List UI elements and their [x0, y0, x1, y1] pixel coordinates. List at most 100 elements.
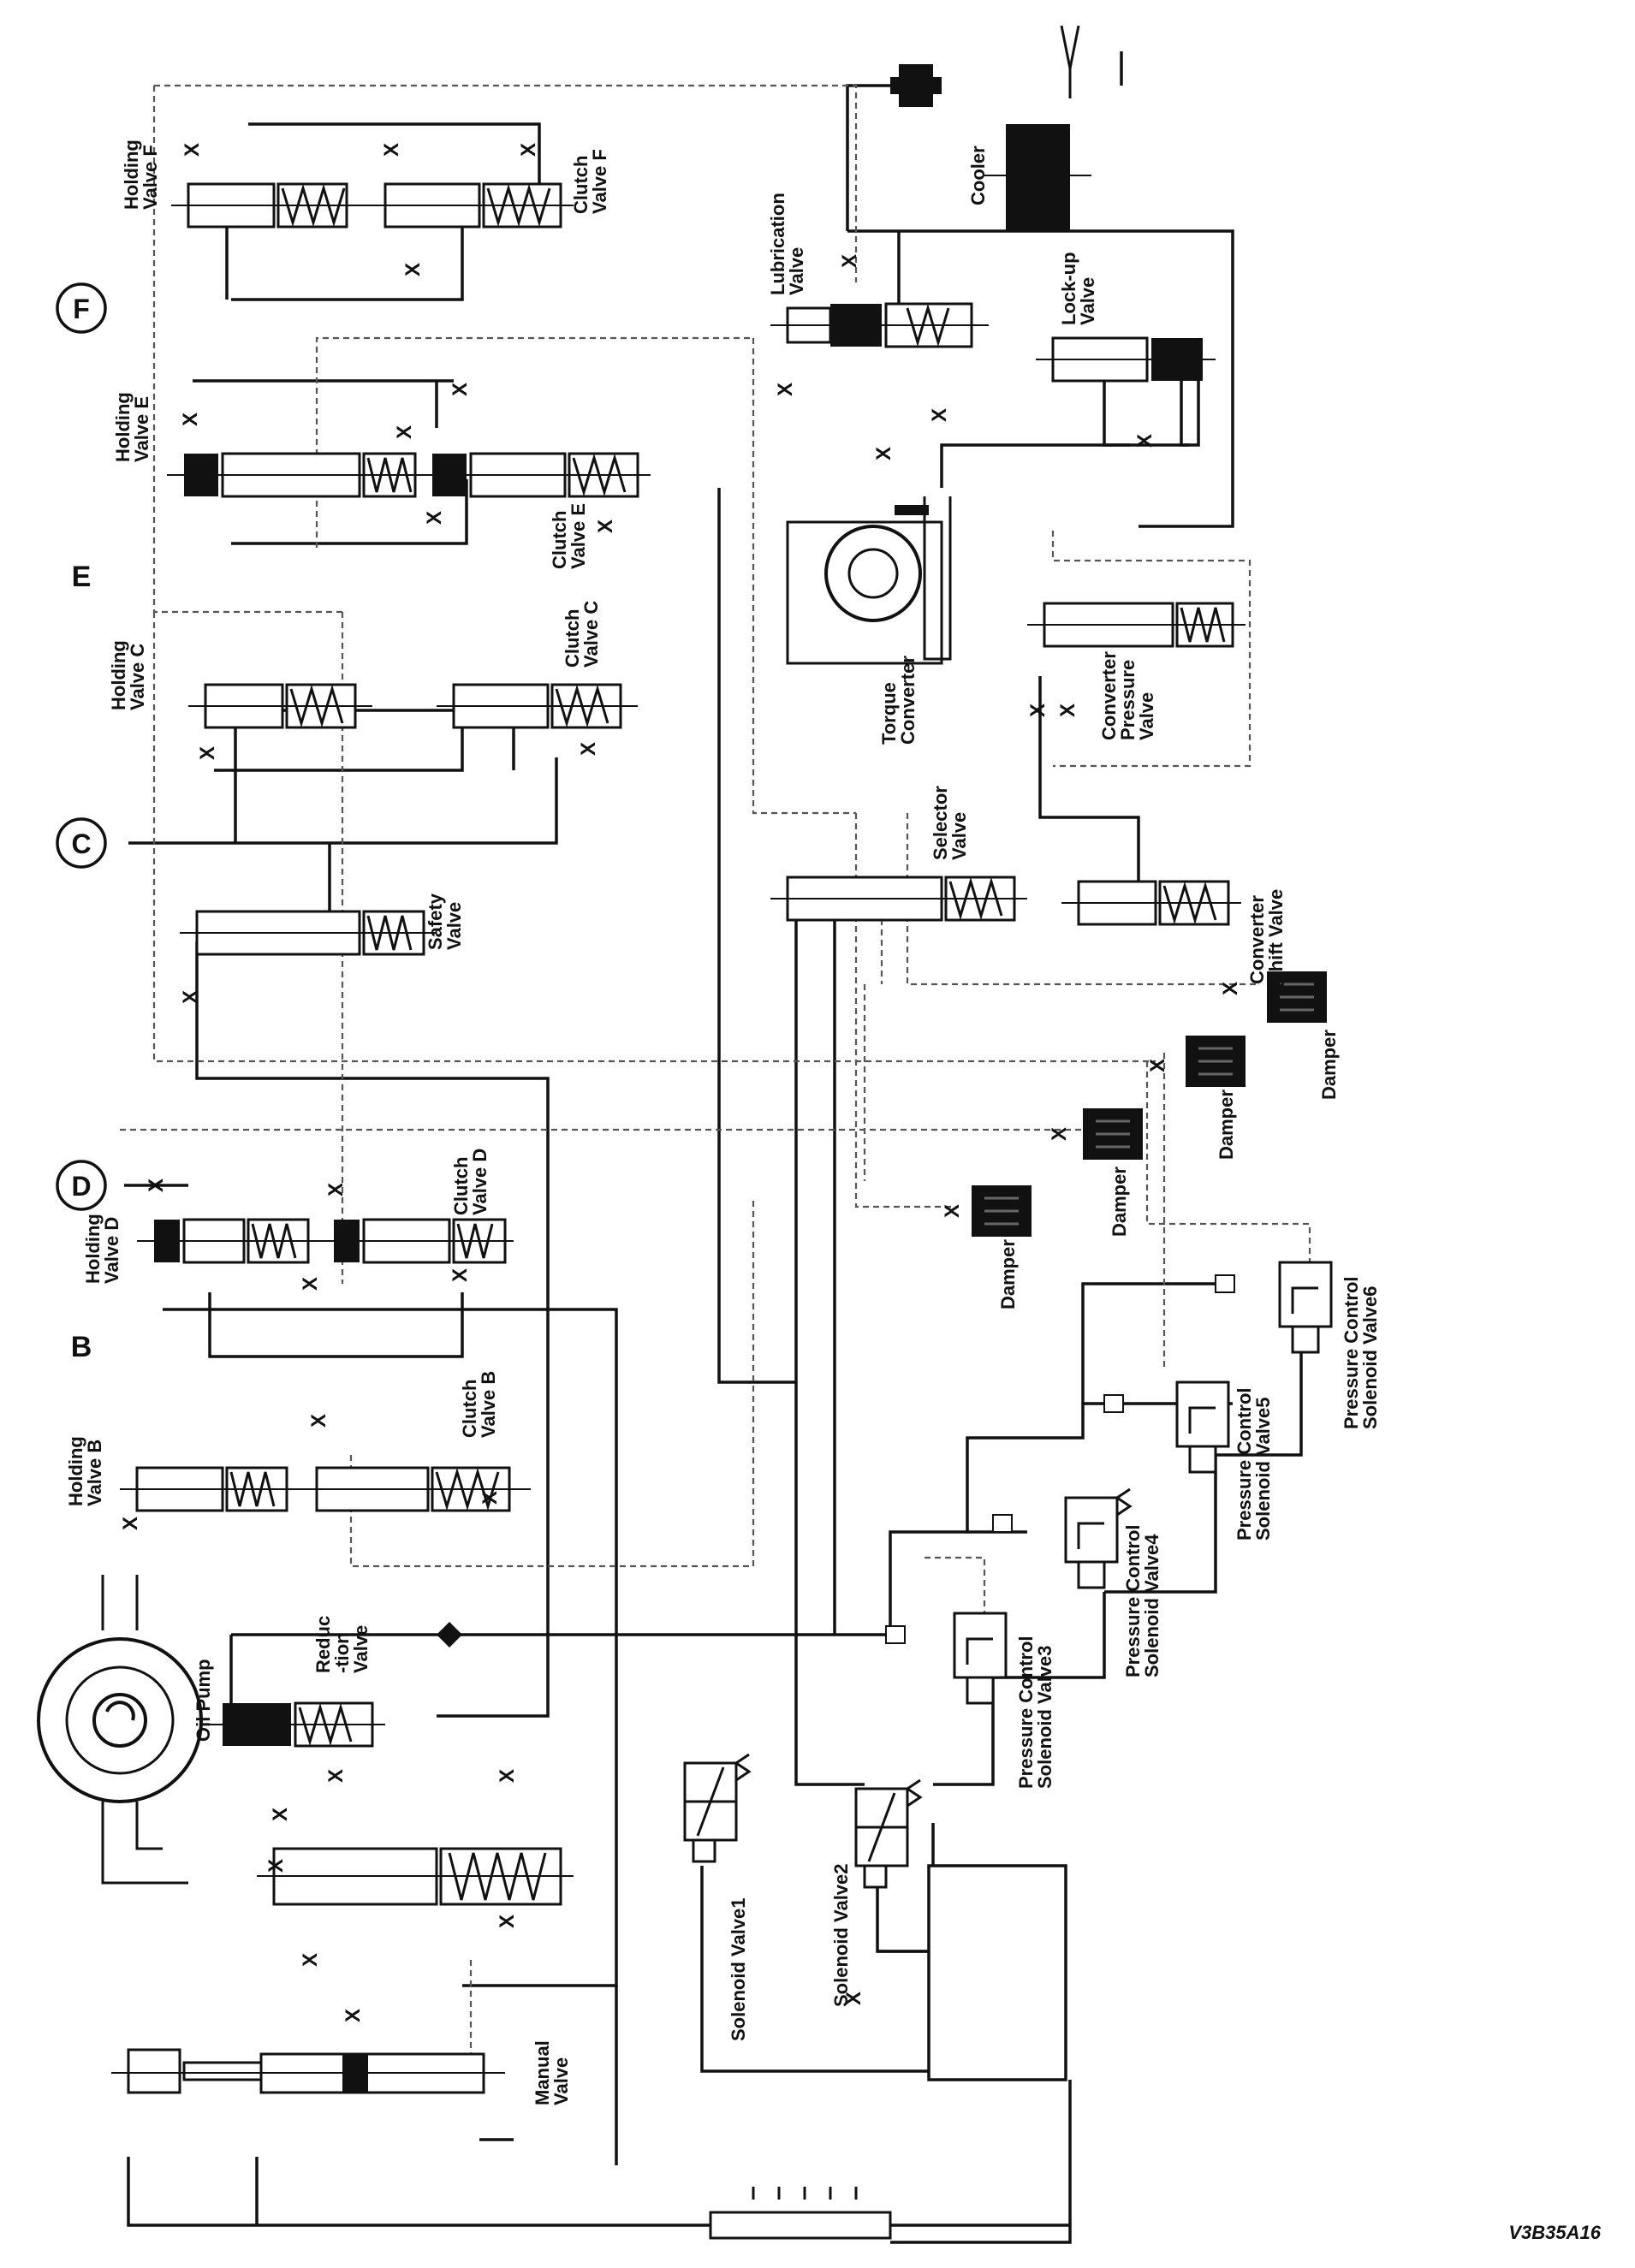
orifices [437, 1274, 1235, 1648]
reduction-valve-spool [205, 1701, 385, 1748]
cooler-unit [984, 124, 1091, 231]
clutch-valve-c-spool [437, 683, 638, 729]
selector-valve-spool [770, 876, 1027, 922]
cooler-outlet-arrow-icon [1060, 25, 1080, 98]
pressure-control-solenoid-valve-6 [1278, 1261, 1333, 1354]
control-unit-box [927, 1864, 1067, 2081]
pressure-control-solenoid-valve-4 [1064, 1487, 1133, 1589]
circuit-marker-d: D [56, 1160, 107, 1211]
exhaust-mark: X [324, 1183, 348, 1196]
exhaust-mark: X [941, 1204, 964, 1218]
exhaust-mark: X [393, 425, 416, 439]
damper-2 [1186, 1036, 1246, 1087]
exhaust-mark: X [594, 520, 617, 533]
label-solenoid-valve-1: Solenoid Valve1 [728, 1897, 749, 2041]
exhaust-mark: X [342, 2009, 365, 2022]
label-pcs-valve-3: Pressure ControlSolenoid Valve3 [1015, 1636, 1055, 1790]
exhaust-mark: X [1026, 704, 1049, 717]
exhaust-mark: X [423, 511, 446, 525]
exhaust-mark: X [145, 1179, 168, 1192]
exhaust-mark: X [774, 383, 797, 396]
wiring-connector [709, 2187, 892, 2240]
solenoid-valve-1 [683, 1753, 752, 1863]
label-damper-2: Damper [1216, 1089, 1237, 1160]
holding-valve-e-spool [167, 452, 428, 498]
clutch-valve-b-spool [300, 1466, 531, 1512]
label-clutch-valve-d: ClutchValve D [450, 1149, 490, 1215]
exhaust-mark: X [181, 143, 204, 157]
clutch-valve-d-spool [317, 1218, 514, 1264]
damper-1 [1267, 971, 1327, 1023]
label-clutch-valve-f: ClutchValve F [570, 149, 610, 214]
svg-text:D: D [71, 1171, 91, 1202]
pressure-control-solenoid-valve-5 [1175, 1380, 1230, 1474]
regulator-valve-spool [257, 1847, 574, 1906]
circuit-marker-b: B [71, 1331, 92, 1363]
clutch-valve-e-spool [419, 452, 651, 498]
label-lubrication-valve: LubricationValve [767, 193, 807, 295]
exhaust-mark: X [1219, 982, 1242, 995]
label-manual-valve: ManualValve [532, 2040, 572, 2105]
damper-3 [1083, 1108, 1143, 1160]
exhaust-mark: X [577, 742, 600, 756]
damper-4 [972, 1185, 1032, 1237]
exhaust-mark: X [401, 263, 425, 276]
svg-text:C: C [71, 828, 91, 859]
exhaust-mark: X [449, 1268, 472, 1282]
exhaust-mark: X [179, 413, 202, 426]
exhaust-mark: X [269, 1808, 292, 1821]
svg-text:F: F [73, 294, 90, 324]
exhaust-mark: X [872, 447, 895, 460]
label-clutch-valve-b: ClutchValve B [459, 1371, 499, 1438]
exhaust-mark: X [479, 1491, 502, 1505]
exhaust-mark: X [838, 254, 861, 268]
label-oil-pump: Oil Pump [193, 1659, 214, 1742]
holding-valve-d-spool [137, 1218, 321, 1264]
label-clutch-valve-e: ClutchValve E [549, 503, 589, 569]
label-pcs-valve-4: Pressure ControlSolenoid Valve4 [1122, 1525, 1162, 1678]
exhaust-mark: X [1266, 982, 1289, 995]
label-holding-valve-d: HoldingValve D [82, 1214, 122, 1284]
label-holding-valve-c: HoldingValve C [108, 640, 148, 710]
lockup-valve-spool [1036, 336, 1216, 383]
exhaust-mark: X [1146, 1059, 1169, 1072]
label-damper-1: Damper [1318, 1030, 1340, 1100]
exhaust-mark: X [449, 383, 472, 396]
clutch-valve-f-spool [368, 182, 574, 229]
solenoid-valve-2 [854, 1778, 923, 1889]
label-solenoid-valve-2: Solenoid Valve2 [830, 1863, 852, 2007]
exhaust-mark: X [496, 1915, 519, 1928]
exhaust-mark: X [1133, 434, 1156, 448]
pressure-control-solenoid-valve-3 [953, 1612, 1008, 1705]
label-clutch-valve-c: ClutchValve C [562, 601, 602, 668]
exhaust-mark: X [307, 1414, 330, 1428]
label-damper-4: Damper [997, 1239, 1019, 1309]
label-damper-3: Damper [1109, 1167, 1130, 1237]
exhaust-mark: X [1056, 704, 1079, 717]
label-converter-shift-valve: ConverterShift Valve [1246, 889, 1287, 984]
svg-text:B: B [71, 1331, 92, 1363]
exhaust-mark: X [196, 746, 219, 760]
holding-valve-c-spool [188, 683, 372, 729]
exhaust-mark: X [496, 1769, 519, 1783]
figure-code: V3B35A16 [1508, 2222, 1601, 2243]
label-reduction-valve: Reduc-tionValve [312, 1616, 372, 1673]
exhaust-mark: X [265, 1859, 288, 1873]
exhaust-mark: X [299, 1953, 322, 1967]
label-selector-valve: SelectorValve [930, 786, 970, 860]
circuit-marker-f: F [56, 282, 107, 334]
safety-valve-spool [180, 910, 437, 956]
svg-text:E: E [72, 561, 92, 593]
exhaust-mark: X [842, 1992, 865, 2005]
circuit-marker-e: E [72, 561, 92, 593]
oil-tank-icon [890, 64, 942, 107]
valve-bodies [111, 182, 1246, 2094]
label-lockup-valve: Lock-upValve [1058, 252, 1098, 325]
circuit-marker-c: C [56, 817, 107, 869]
label-holding-valve-e: HoldingValve E [112, 392, 152, 462]
label-cooler: Cooler [967, 145, 989, 205]
oil-pump [37, 1575, 203, 1885]
exhaust-mark: X [380, 143, 403, 157]
exhaust-mark: X [119, 1517, 142, 1530]
